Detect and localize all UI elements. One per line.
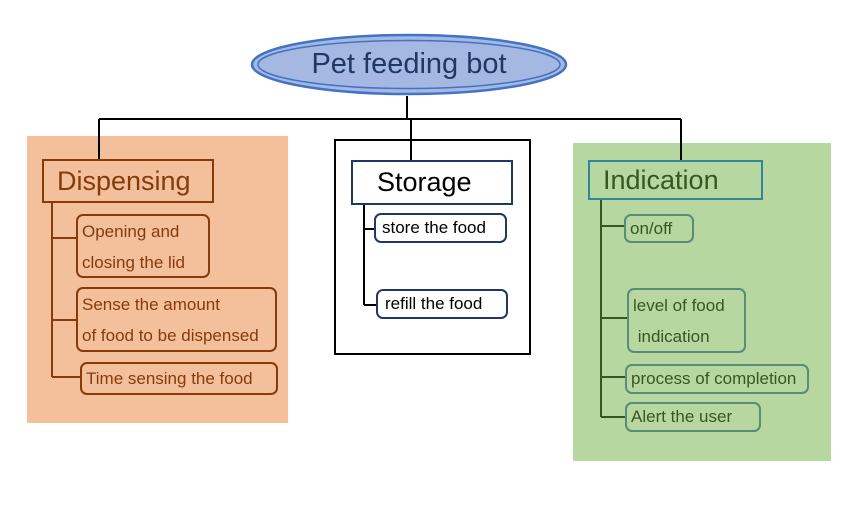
indication-item-on-off: on/off (624, 214, 694, 243)
dispensing-title: Dispensing (57, 165, 191, 196)
item-line: Sense the amount (82, 295, 220, 314)
item-line: Time sensing the food (86, 369, 253, 388)
indication-item-level-of-food: level of food indication (627, 288, 746, 353)
item-line: store the food (382, 218, 486, 237)
indication-title: Indication (603, 164, 719, 195)
storage-item-refill: refill the food (376, 289, 508, 319)
root-node-shape (250, 33, 568, 96)
dispensing-item-open-close-lid: Opening and closing the lid (76, 214, 210, 278)
dispensing-title-box: Dispensing (42, 159, 214, 203)
root-title: Pet feeding bot (311, 48, 507, 80)
storage-item-store: store the food (374, 213, 507, 243)
item-line: of food to be dispensed (82, 326, 259, 345)
item-line: Opening and (82, 222, 180, 241)
item-line: level of food (633, 296, 725, 315)
indication-item-process-completion: process of completion (625, 364, 809, 394)
item-line: on/off (630, 219, 673, 238)
dispensing-item-time-sensing: Time sensing the food (80, 362, 278, 395)
item-line: closing the lid (82, 253, 186, 272)
item-line: Alert the user (631, 407, 733, 426)
item-line: indication (633, 327, 710, 346)
item-line: process of completion (631, 369, 797, 388)
dispensing-item-sense-amount: Sense the amount of food to be dispensed (76, 287, 277, 352)
indication-item-alert-user: Alert the user (625, 402, 761, 432)
item-line: refill the food (385, 294, 483, 313)
storage-title-box: Storage (351, 160, 513, 205)
storage-title: Storage (377, 167, 472, 197)
indication-title-box: Indication (588, 160, 763, 200)
